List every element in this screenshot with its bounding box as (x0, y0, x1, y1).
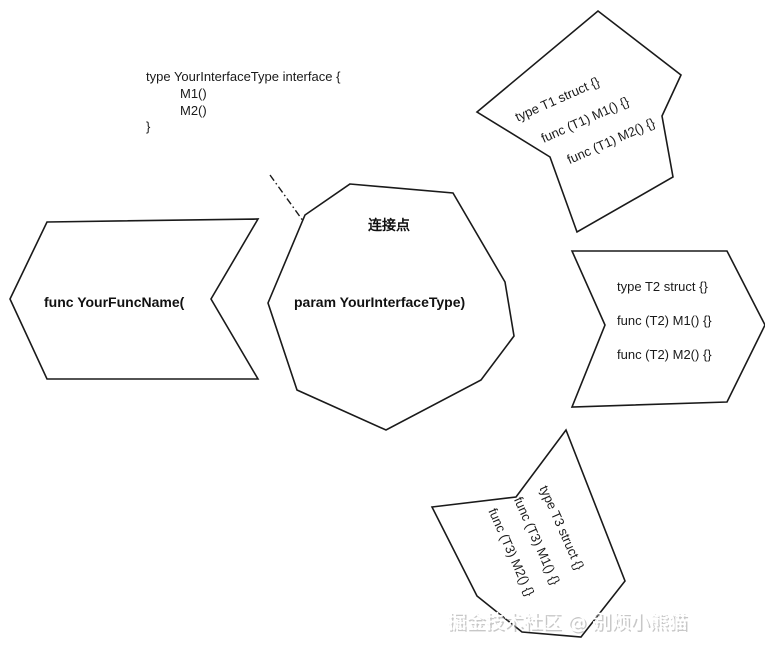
watermark-shadow-text: 掘金技术社区 @ 别烦小熊猫 (449, 613, 689, 635)
t2-card (570, 250, 765, 408)
t2-line-3: func (T2) M2() {} (617, 347, 712, 362)
watermark-text: 掘金技术社区 @ 别烦小熊猫 (447, 611, 687, 633)
interface-line-1: type YourInterfaceType interface { (146, 69, 341, 84)
param-label: param YourInterfaceType) (294, 294, 465, 310)
t2-shape: type T2 struct {} func (T2) M1() {} func… (570, 250, 765, 408)
param-shape: 连接点 param YourInterfaceType) (267, 183, 515, 431)
t1-shape: type T1 struct {} func (T1) M1() {} func… (475, 9, 682, 234)
t3-shape: type T3 struct {} func (T3) M1() {} func… (430, 428, 626, 638)
t2-line-1: type T2 struct {} (617, 279, 708, 294)
func-label: func YourFuncName( (44, 294, 185, 310)
func-shape: func YourFuncName( (9, 218, 260, 380)
interface-line-4: } (146, 119, 151, 134)
t3-card (430, 428, 626, 638)
connection-point-label: 连接点 (368, 217, 410, 233)
interface-line-2: M1() (180, 86, 207, 101)
func-chevron (9, 218, 260, 380)
t2-line-2: func (T2) M1() {} (617, 313, 712, 328)
t1-card (475, 9, 682, 234)
param-polygon (267, 183, 515, 431)
watermark: 掘金技术社区 @ 别烦小熊猫 掘金技术社区 @ 别烦小熊猫 (447, 611, 689, 635)
interface-line-3: M2() (180, 103, 207, 118)
interface-definition: type YourInterfaceType interface { M1() … (146, 69, 341, 134)
